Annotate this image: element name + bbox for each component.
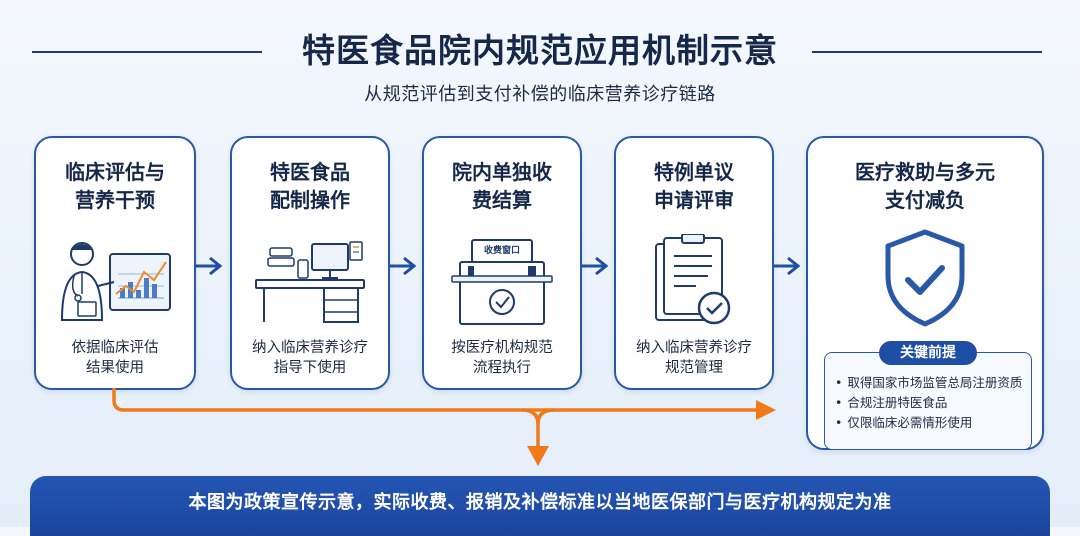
title-divider-right — [812, 51, 1042, 53]
flow-arrow-right-icon — [196, 256, 223, 276]
flow-arrow-right-icon — [582, 256, 609, 276]
key-premise-box: 关键前提 取得国家市场监管总局注册资质 合规注册特医食品 仅限临床必需情形使用 — [824, 341, 1032, 450]
title-divider-left — [32, 51, 262, 53]
list-item: 合规注册特医食品 — [835, 393, 1022, 413]
step-description: 纳入临床营养诊疗 规范管理 — [636, 340, 752, 376]
step-description: 依据临床评估 结果使用 — [71, 340, 159, 376]
step-card-medical-assistance: 医疗救助与多元 支付减负 关键前提 取得国家市场监管总局注册资质 合规注册特医食… — [806, 136, 1044, 450]
step-description: 按医疗机构规范 流程执行 — [451, 340, 553, 376]
step-title: 特医食品 配制操作 — [270, 160, 350, 212]
page-subtitle: 从规范评估到支付补偿的临床营养诊疗链路 — [364, 84, 716, 105]
premise-list: 取得国家市场监管总局注册资质 合规注册特医食品 仅限临床必需情形使用 — [835, 373, 1022, 433]
step-title: 医疗救助与多元 支付减负 — [855, 160, 995, 212]
disclaimer-text: 本图为政策宣传示意，实际收费、报销及补偿标准以当地医保部门与医疗机构规定为准 — [188, 492, 892, 513]
list-item: 取得国家市场监管总局注册资质 — [835, 373, 1022, 393]
step-title: 院内单独收 费结算 — [452, 160, 552, 212]
document-check-icon — [655, 234, 731, 325]
title-row: 特医食品院内规范应用机制示意 — [0, 26, 1080, 76]
doctor-chart-icon — [60, 242, 171, 321]
step-description: 纳入临床营养诊疗 指导下使用 — [252, 340, 368, 376]
counter-sign-label: 收费窗口 — [483, 246, 520, 256]
flow-arrow-right-icon — [390, 256, 417, 276]
step-card-special-review: 特例单议 申请评审 纳入临床营养诊疗 规范管理 — [614, 136, 774, 390]
counter-shape — [451, 239, 553, 325]
page-title: 特医食品院内规范应用机制示意 — [302, 31, 778, 70]
preparation-desk-icon — [255, 241, 365, 323]
step-card-billing: 院内单独收 费结算 收费窗口 按医疗机构规范 流程执行 — [422, 136, 582, 390]
flow-arrow-right-icon — [774, 256, 801, 276]
disclaimer-banner: 本图为政策宣传示意，实际收费、报销及补偿标准以当地医保部门与医疗机构规定为准 — [30, 476, 1050, 536]
key-premise-label: 关键前提 — [879, 341, 977, 365]
step-title: 临床评估与 营养干预 — [65, 160, 165, 212]
shield-check-icon — [885, 229, 965, 327]
cashier-counter-icon: 收费窗口 — [446, 236, 558, 328]
step-title: 特例单议 申请评审 — [654, 160, 734, 212]
step-card-clinical-assessment: 临床评估与 营养干预 依据临床评估 结果使用 — [34, 136, 196, 390]
list-item: 仅限临床必需情形使用 — [835, 413, 1022, 433]
step-card-preparation: 特医食品 配制操作 纳入临床营养诊疗 指导下使用 — [230, 136, 390, 390]
